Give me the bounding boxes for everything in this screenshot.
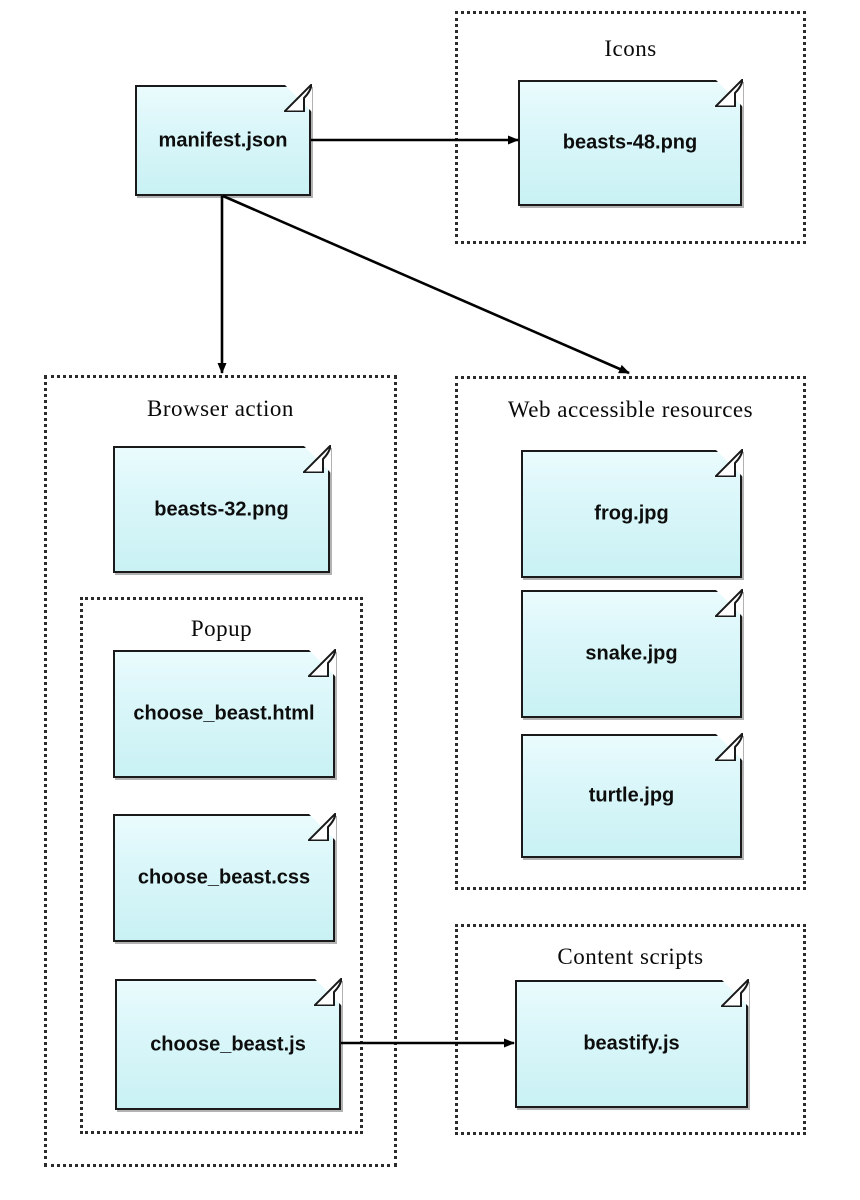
file-node-label: turtle.jpg: [588, 784, 675, 807]
file-sheet: [115, 979, 341, 1110]
file-node-beasts-48-png[interactable]: beasts-48.png: [518, 79, 743, 206]
file-node-label: choose_beast.html: [133, 702, 315, 725]
group-browser-action: Browser action: [44, 375, 397, 1167]
group-browser-action-label: Browser action: [147, 396, 294, 421]
file-node-snake-jpg[interactable]: snake.jpg: [521, 589, 743, 718]
file-sheet: [113, 814, 335, 942]
group-content-scripts: Content scripts: [455, 924, 806, 1135]
group-popup-label: Popup: [190, 616, 253, 641]
page-fold-icon: [721, 979, 749, 1007]
file-sheet: [113, 446, 330, 573]
page-fold-icon: [314, 978, 342, 1006]
page-fold-icon: [715, 589, 743, 617]
file-sheet: [521, 450, 742, 578]
file-node-label: frog.jpg: [594, 502, 669, 525]
group-content-scripts-label: Content scripts: [557, 944, 704, 969]
file-sheet: [518, 80, 742, 206]
file-node-manifest-json[interactable]: manifest.json: [135, 84, 312, 196]
file-sheet: [521, 734, 742, 858]
file-node-label: beasts-32.png: [154, 498, 289, 520]
page-fold-icon: [303, 445, 331, 473]
page-fold-icon: [715, 449, 743, 477]
file-node-turtle-jpg[interactable]: turtle.jpg: [521, 733, 743, 858]
file-sheet: [521, 590, 742, 718]
file-node-label: choose_beast.js: [150, 1033, 306, 1055]
file-node-beastify-js[interactable]: beastify.js: [515, 979, 749, 1108]
page-fold-icon: [308, 649, 336, 677]
group-web-accessible-resources: Web accessible resources: [455, 376, 806, 890]
file-sheet: [515, 980, 748, 1108]
file-node-label: snake.jpg: [585, 642, 678, 665]
page-fold-icon: [284, 84, 312, 112]
file-node-label: choose_beast.css: [137, 866, 311, 889]
file-node-frog-jpg[interactable]: frog.jpg: [521, 449, 743, 578]
page-fold-icon: [715, 79, 743, 107]
file-node-label: manifest.json: [158, 129, 288, 151]
file-node-label: beasts-48.png: [562, 131, 698, 154]
file-node-choose-beast-css[interactable]: choose_beast.css: [113, 813, 336, 942]
page-fold-icon: [308, 813, 336, 841]
page-fold-icon: [715, 733, 743, 761]
file-sheet: [113, 650, 335, 778]
file-node-label: beastify.js: [583, 1032, 680, 1055]
file-node-choose-beast-html[interactable]: choose_beast.html: [113, 649, 336, 778]
group-icons-label: Icons: [604, 36, 657, 61]
group-popup: Popup: [80, 597, 363, 1134]
group-web-accessible-resources-label: Web accessible resources: [507, 397, 754, 422]
file-node-choose-beast-js[interactable]: choose_beast.js: [115, 978, 342, 1110]
group-icons: Icons: [455, 11, 806, 244]
file-node-beasts-32-png[interactable]: beasts-32.png: [113, 445, 331, 573]
